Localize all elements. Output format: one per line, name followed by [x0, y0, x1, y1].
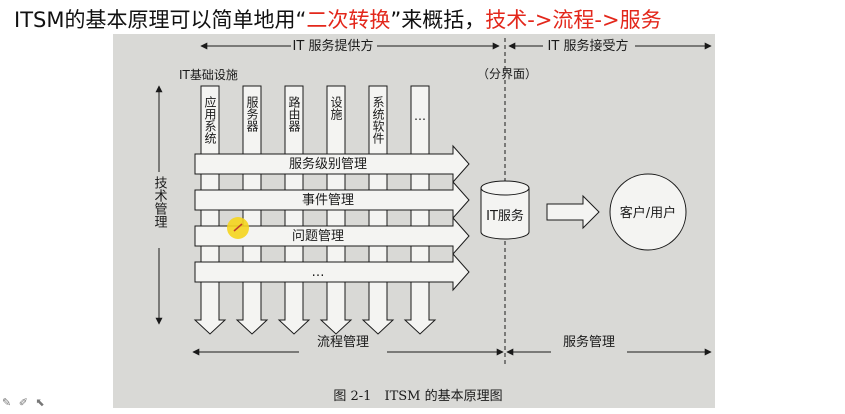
service-delivery-arrow [546, 194, 600, 230]
column-label: … [414, 109, 426, 123]
headline-quote-open: “ [295, 8, 307, 32]
process-problem: 问题管理 [194, 216, 470, 256]
receiver-label: IT 服务接受方 [548, 38, 629, 54]
itsm-diagram: IT 服务提供方 IT 服务接受方 （分界面） IT基础设施 应用系统 服务器 … [146, 38, 712, 404]
process-mgmt-label: 流程管理 [317, 335, 369, 350]
headline-middle: 来概括， [401, 8, 486, 32]
slide-headline: ITSM的基本原理可以简单地用“二次转换”来概括，技术->流程->服务 [14, 4, 662, 36]
it-service-label: IT服务 [486, 208, 524, 224]
column-label: 服务器 [245, 96, 259, 133]
process-label: 事件管理 [302, 193, 354, 208]
process-label: … [312, 265, 325, 280]
toolbar-tools-icon[interactable]: ✎ ✐ ⬉ [2, 396, 47, 409]
boundary-label: （分界面） [477, 67, 537, 81]
column-label: 应用系统 [203, 95, 217, 144]
process-incident: 事件管理 [194, 180, 470, 220]
provider-label: IT 服务提供方 [293, 38, 374, 54]
customer-node: 客户/用户 [609, 173, 687, 251]
headline-prefix: ITSM的基本原理可以简单地用 [14, 8, 296, 32]
process-more: … [194, 252, 470, 292]
it-service-cylinder: IT服务 [480, 180, 530, 240]
itsm-diagram-scan: IT 服务提供方 IT 服务接受方 （分界面） IT基础设施 应用系统 服务器 … [113, 34, 715, 408]
infrastructure-label: IT基础设施 [179, 68, 238, 82]
headline-quote-close: ” [390, 8, 402, 32]
service-mgmt-label: 服务管理 [563, 334, 615, 350]
column-label: 设施 [329, 96, 343, 120]
tech-mgmt-label: 技术管理 [152, 176, 168, 228]
column-label: 路由器 [287, 95, 301, 133]
headline-highlight-conversion: 二次转换 [306, 8, 391, 32]
process-service-level: 服务级别管理 [194, 144, 470, 184]
process-arrows: 服务级别管理 事件管理 问题管理 … [194, 144, 470, 292]
figure-caption: 图 2-1 ITSM 的基本原理图 [333, 388, 502, 404]
column-label: 系统软件 [371, 96, 385, 144]
process-label: 服务级别管理 [289, 156, 367, 172]
pen-pointer-icon [227, 217, 249, 239]
headline-highlight-flow: 技术->流程->服务 [485, 8, 662, 32]
process-label: 问题管理 [292, 229, 344, 244]
customer-label: 客户/用户 [620, 205, 676, 221]
